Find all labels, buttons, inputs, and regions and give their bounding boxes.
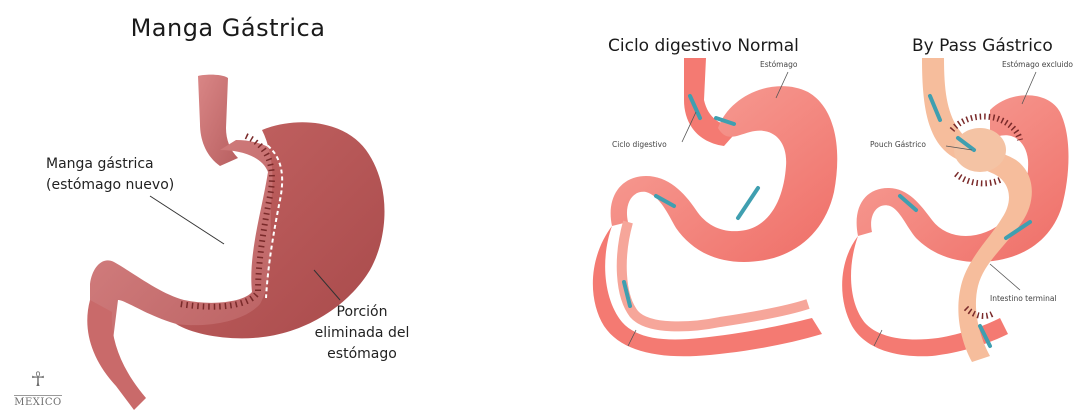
staple-line	[956, 174, 1000, 183]
gastric-pouch	[954, 128, 1006, 172]
pouch-label: Pouch Gástrico	[870, 140, 926, 149]
excluded-stomach-label: Estómago excluido	[1002, 60, 1073, 69]
intestine-label: Intestino terminal	[990, 294, 1057, 303]
